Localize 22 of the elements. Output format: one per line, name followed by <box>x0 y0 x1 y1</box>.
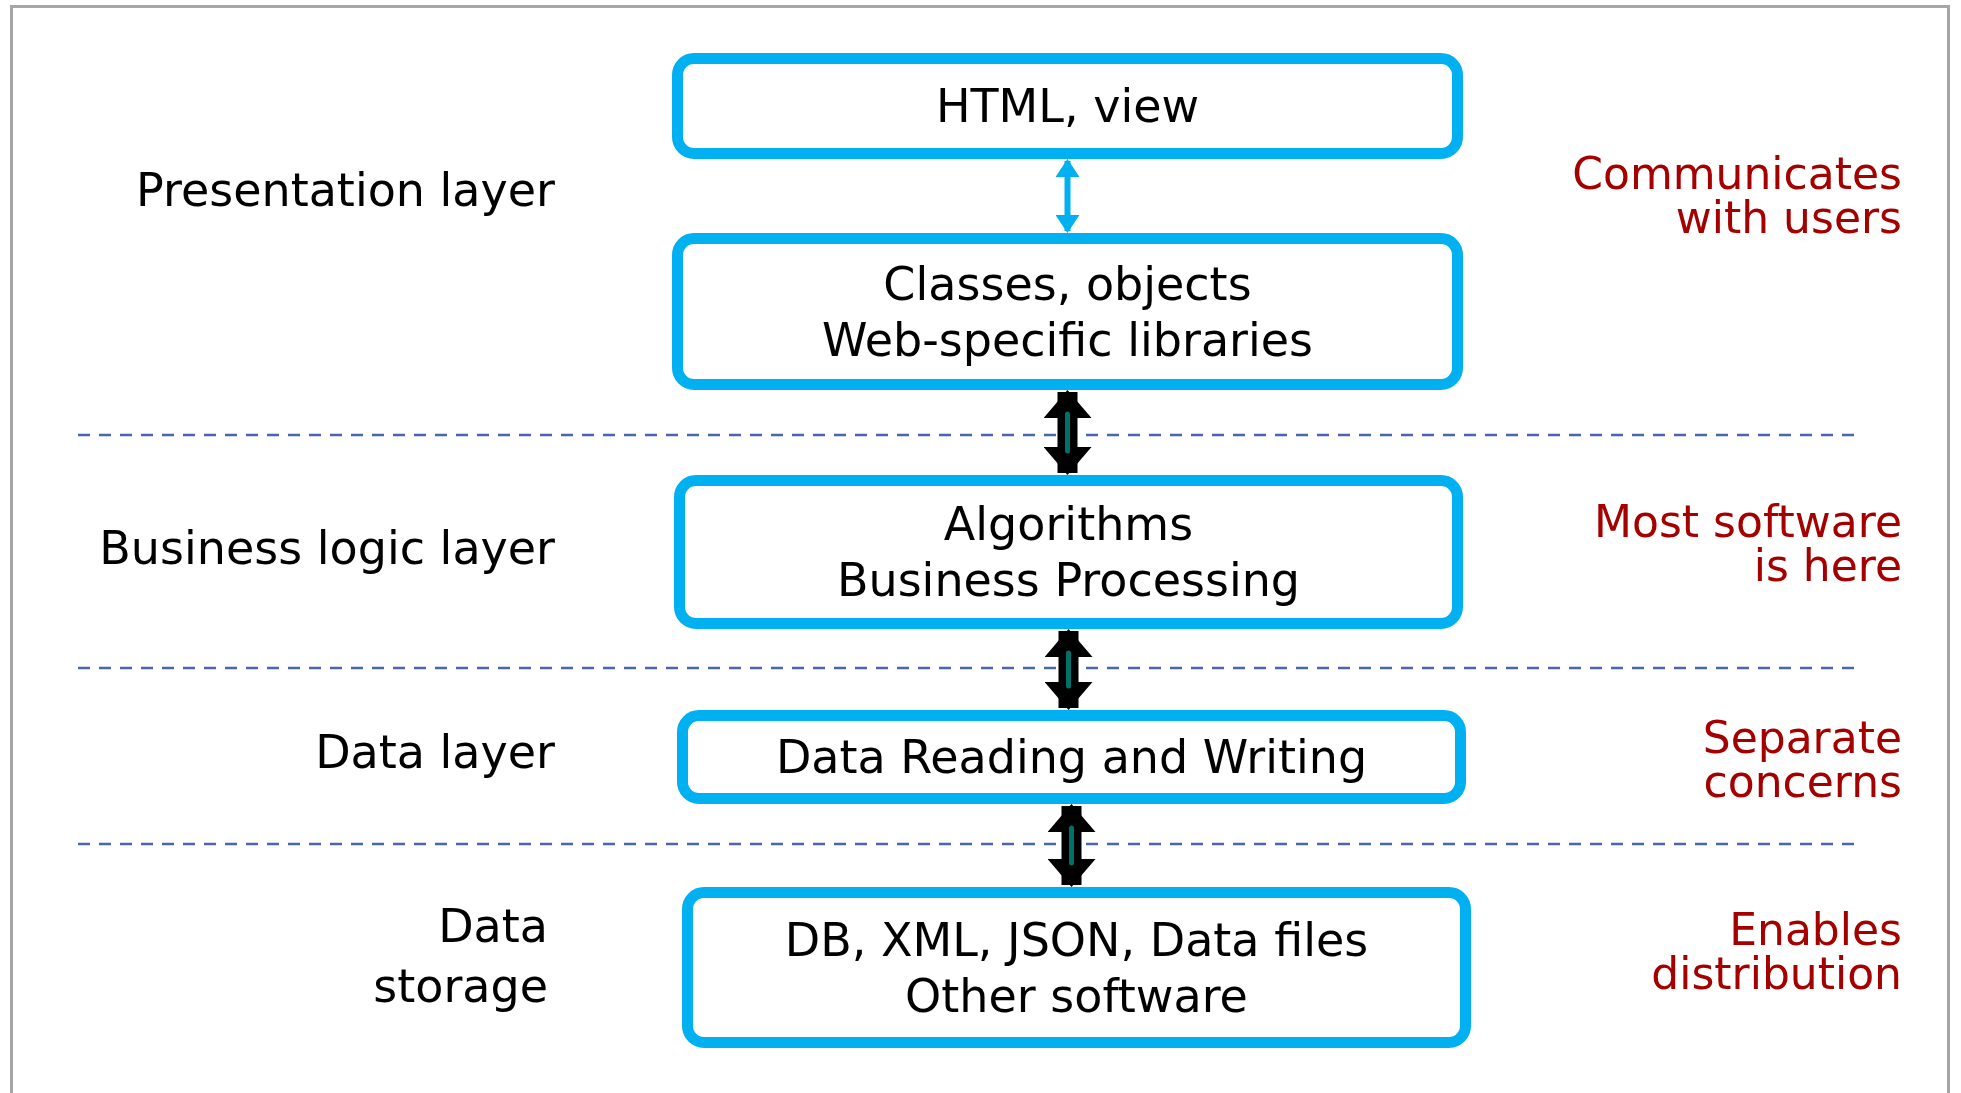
layer-label: Data layer <box>314 724 555 781</box>
layer-box <box>672 53 1463 159</box>
note-text: Separate concerns <box>1701 716 1902 804</box>
layer-label: Business logic layer <box>98 520 555 577</box>
box-text: Data Reading and Writing <box>774 729 1369 785</box>
layer-label: Data storage <box>372 898 548 1015</box>
double-arrow <box>1044 629 1093 710</box>
note-text: Most software is here <box>1593 500 1902 588</box>
layer-label: Presentation layer <box>135 162 555 219</box>
double-arrow <box>1055 159 1080 233</box>
box-text: HTML, view <box>934 78 1201 134</box>
note-text: Enables distribution <box>1650 908 1902 996</box>
layer-box <box>674 475 1463 629</box>
note-text: Communicates with users <box>1571 152 1902 240</box>
box-text: Algorithms Business Processing <box>835 496 1302 608</box>
layer-box <box>672 233 1463 390</box>
double-arrow <box>1043 390 1092 475</box>
layer-box <box>682 887 1471 1048</box>
layer-box <box>677 710 1466 804</box>
double-arrow <box>1047 804 1096 887</box>
box-text: DB, XML, JSON, Data files Other software <box>783 911 1370 1024</box>
box-text: Classes, objects Web-specific libraries <box>820 255 1315 368</box>
